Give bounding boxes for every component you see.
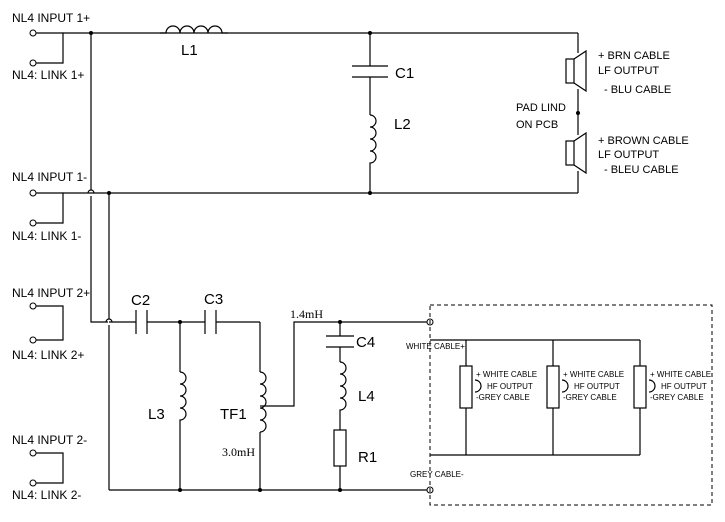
- pad-label-line2: ON PCB: [516, 119, 558, 131]
- hf-driver-1-icon: [459, 365, 482, 409]
- l3-label: L3: [148, 406, 165, 423]
- tf1-tap-bottom-label: 3.0mH: [222, 445, 255, 459]
- lf-driver-top-icon: [565, 49, 587, 93]
- capacitor-c3: [204, 310, 217, 334]
- hf-driver-3-icon: [633, 365, 656, 409]
- lf-top-plus-label: + BRN CABLE: [598, 50, 670, 62]
- lf-bottom-minus-label: - BLEU CABLE: [604, 164, 679, 176]
- hf-driver-enclosure: [429, 304, 713, 506]
- c1-label: C1: [395, 65, 414, 82]
- hf2-output-label: HF OUTPUT: [574, 382, 620, 391]
- link-2-plus-label: NL4: LINK 2+: [12, 348, 84, 362]
- lf-bottom-plus-label: + BROWN CABLE: [598, 135, 689, 147]
- input-2-minus-label: NL4 INPUT 2-: [12, 433, 87, 447]
- link-2-minus-terminal: [29, 479, 37, 487]
- capacitor-c4: [326, 335, 354, 348]
- link-2-plus-terminal: [29, 336, 37, 344]
- c4-label: C4: [356, 334, 375, 351]
- resistor-r1: [333, 429, 347, 467]
- link-1-plus-terminal: [29, 59, 37, 67]
- input-1-minus-terminal: [29, 189, 37, 197]
- lf-bottom-output-label: LF OUTPUT: [598, 149, 659, 161]
- hf-driver-2-icon: [546, 365, 569, 409]
- hf3-plus-label: + WHITE CABLE: [650, 370, 711, 379]
- input-1-minus-label: NL4 INPUT 1-: [12, 170, 87, 184]
- inductor-l1: [160, 25, 228, 34]
- hf3-minus-label: -GREY CABLE: [650, 393, 704, 402]
- input-1-plus-terminal: [29, 29, 37, 37]
- lf-top-minus-label: - BLU CABLE: [604, 84, 671, 96]
- input-2-minus-terminal: [29, 449, 37, 457]
- hf2-plus-label: + WHITE CABLE: [563, 370, 624, 379]
- junction-dots: [89, 31, 580, 492]
- tf1-tap-top-label: 1.4mH: [290, 307, 323, 321]
- l4-label: L4: [358, 388, 375, 405]
- capacitor-c1: [352, 65, 388, 78]
- pad-label-line1: PAD LIND: [516, 102, 566, 114]
- link-2-minus-label: NL4: LINK 2-: [12, 488, 81, 502]
- hf-driver-bus: [430, 339, 641, 456]
- inductor-l3: [179, 371, 187, 422]
- l1-label: L1: [181, 42, 198, 59]
- c3-label: C3: [204, 291, 223, 308]
- inductor-l2: [369, 114, 377, 165]
- hf-section-wiring: [109, 321, 430, 491]
- white-cable-label: WHITE CABLE+: [406, 342, 465, 351]
- grey-cable-label: GREY CABLE-: [410, 470, 464, 479]
- hf3-output-label: HF OUTPUT: [661, 382, 707, 391]
- link-1-minus-terminal: [29, 219, 37, 227]
- r1-label: R1: [358, 449, 377, 466]
- hf2-minus-label: -GREY CABLE: [563, 393, 617, 402]
- transformer-tf1: [259, 371, 267, 433]
- c2-label: C2: [131, 292, 150, 309]
- hf1-plus-label: + WHITE CABLE: [476, 370, 537, 379]
- port-wiring: [36, 32, 572, 484]
- link-1-plus-label: NL4: LINK 1+: [12, 68, 84, 82]
- capacitor-c2: [135, 310, 148, 334]
- lf-top-output-label: LF OUTPUT: [598, 65, 659, 77]
- hf1-minus-label: -GREY CABLE: [476, 393, 530, 402]
- port-terminals: [29, 29, 37, 487]
- input-2-plus-label: NL4 INPUT 2+: [12, 286, 90, 300]
- hf1-output-label: HF OUTPUT: [487, 382, 533, 391]
- lf-driver-bottom-icon: [565, 131, 587, 175]
- input-1-plus-label: NL4 INPUT 1+: [12, 11, 90, 25]
- l2-label: L2: [394, 116, 411, 133]
- inductor-l4: [339, 361, 347, 412]
- input-2-plus-terminal: [29, 302, 37, 310]
- tf1-label: TF1: [220, 406, 247, 423]
- link-1-minus-label: NL4: LINK 1-: [12, 229, 81, 243]
